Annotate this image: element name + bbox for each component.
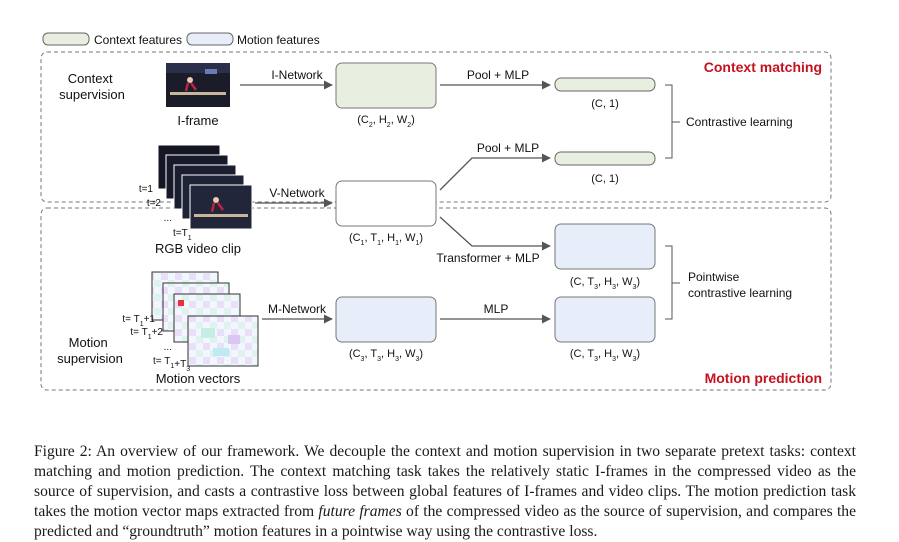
motion-prediction-title: Motion prediction <box>705 370 822 386</box>
loss-brackets <box>665 84 680 320</box>
m-feature-box <box>335 296 437 343</box>
context-matching-title: Context matching <box>704 59 822 75</box>
vnet-label: V-Network <box>269 186 325 200</box>
legend-motion-label: Motion features <box>237 33 320 47</box>
dim-pred: (C, T3, H3, W3) <box>570 276 640 291</box>
rgb-frame-label-last: t=T1 <box>173 228 192 242</box>
legend-motion-swatch <box>186 32 234 46</box>
caption-emphasis: future frames <box>318 502 402 520</box>
iframe-label: I-frame <box>177 113 218 128</box>
legend-context-swatch <box>42 32 90 46</box>
rgb-clip-label: RGB video clip <box>155 241 241 256</box>
target-motion-box <box>554 296 656 343</box>
op-pool-mlp-2: Pool + MLP <box>477 141 539 155</box>
pointwise-contrastive-label: Pointwise contrastive learning <box>688 270 792 300</box>
op-mlp: MLP <box>484 302 509 316</box>
rgb-frame-label-2: t=2 <box>147 198 162 209</box>
iframe-image <box>166 63 230 107</box>
motion-supervision-label: Motion supervision <box>57 335 123 366</box>
rgb-frame-label-dots: ... <box>164 213 172 224</box>
contrastive-bracket <box>665 84 680 159</box>
pooled-iframe-vector <box>554 77 656 92</box>
pooled-clip-vector <box>554 151 656 166</box>
dim-v-feature: (C1, T1, H1, W1) <box>349 232 423 247</box>
dim-pooled-1: (C, 1) <box>591 98 619 110</box>
framework-diagram: Context features Motion features Context… <box>40 32 832 391</box>
mnet-label: M-Network <box>268 302 327 316</box>
dim-target: (C, T3, H3, W3) <box>570 348 640 363</box>
mv-frame-label-last: t= T1+T3 <box>153 356 190 373</box>
inet-label: I-Network <box>271 68 323 82</box>
mv-frame-label-1: t= T1+1 <box>122 314 155 328</box>
op-transformer-mlp: Transformer + MLP <box>436 251 539 265</box>
op-pool-mlp-1: Pool + MLP <box>467 68 529 82</box>
dim-m-feature: (C3, T3, H3, W3) <box>349 348 423 363</box>
caption-tail: of the compressed video as the source of… <box>34 502 856 540</box>
motion-vectors-stack <box>151 271 259 367</box>
rgb-frame-label-1: t=1 <box>139 184 154 195</box>
arrow-vfeat-to-pool <box>439 153 551 191</box>
arrows <box>240 80 551 324</box>
i-feature-box <box>335 62 437 109</box>
dim-i-feature: (C2, H2, W2) <box>357 114 415 129</box>
rgb-video-clip <box>157 144 253 230</box>
arrow-vfeat-to-pred <box>439 216 551 251</box>
predicted-motion-box <box>554 223 656 270</box>
figure-caption: Figure 2: An overview of our framework. … <box>34 442 856 542</box>
pointwise-bracket <box>665 245 680 320</box>
legend: Context features Motion features <box>42 32 320 47</box>
motion-vectors-label: Motion vectors <box>156 371 241 386</box>
mv-frame-label-2: t= T1+2 <box>130 327 163 341</box>
contrastive-learning-label: Contrastive learning <box>686 115 793 129</box>
dim-pooled-2: (C, 1) <box>591 173 619 185</box>
caption-lead: Figure 2: An overview of our framework. … <box>34 442 856 520</box>
v-feature-box <box>335 180 437 227</box>
legend-context-label: Context features <box>94 33 182 47</box>
mv-frame-label-dots: ... <box>164 342 172 353</box>
context-supervision-label: Context supervision <box>59 71 125 102</box>
